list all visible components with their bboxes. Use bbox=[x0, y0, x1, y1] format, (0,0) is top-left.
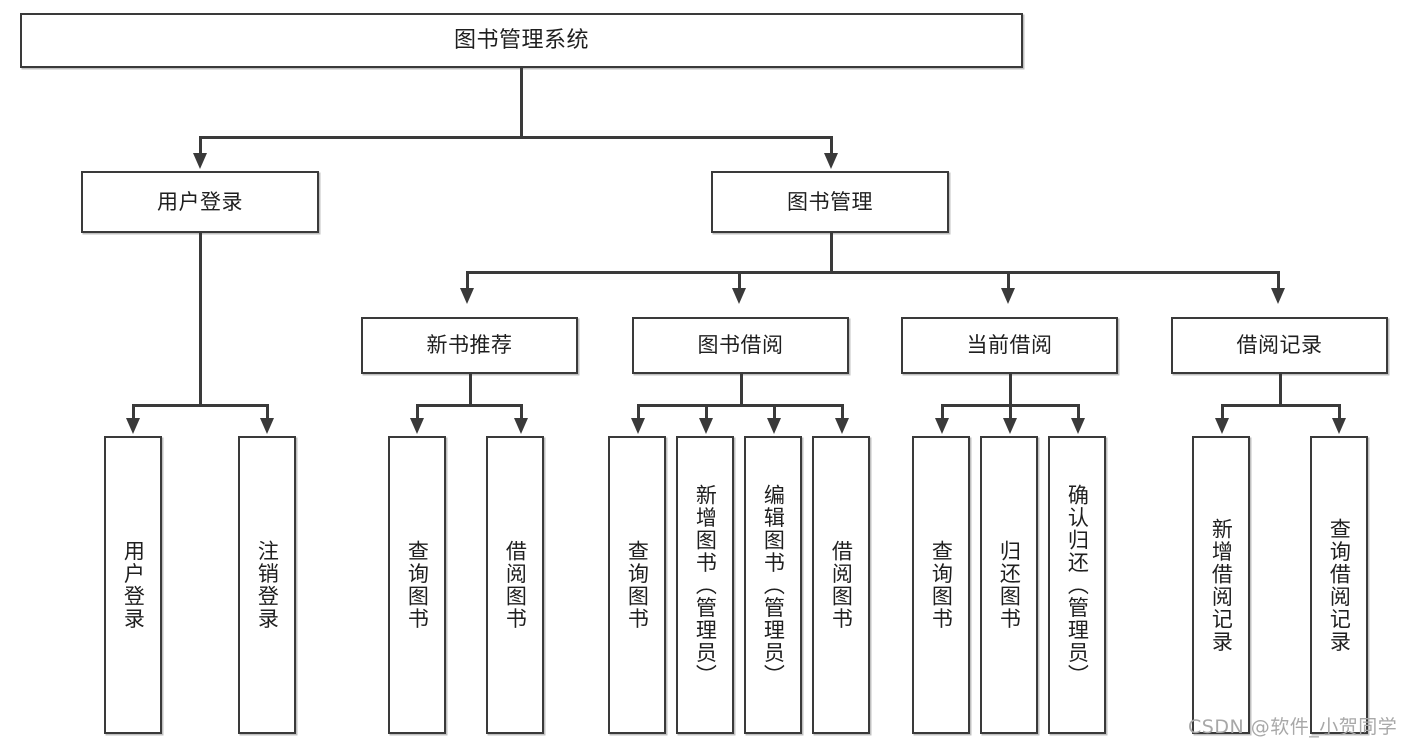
arrowhead-root-to-book-management bbox=[824, 153, 838, 169]
leaf-user-login-logout[interactable]: 注销登录 bbox=[238, 436, 296, 734]
connector-user-login-drop-1 bbox=[132, 404, 135, 419]
arrowhead-br-leaf-2 bbox=[1332, 418, 1346, 434]
connector-br-drop-2 bbox=[1338, 404, 1341, 419]
connector-book-management-bus bbox=[466, 271, 1279, 274]
arrowhead-bb-leaf-2 bbox=[699, 418, 713, 434]
node-label: 用户登录 bbox=[157, 189, 243, 214]
node-label: 新书推荐 bbox=[426, 333, 513, 358]
leaf-bb-query-book[interactable]: 查询图书 bbox=[608, 436, 666, 734]
node-label: 查询图书 bbox=[929, 540, 954, 630]
arrowhead-cb-leaf-2 bbox=[1003, 418, 1017, 434]
leaf-bb-edit-book-admin[interactable]: 编辑图书（管理员） bbox=[744, 436, 802, 734]
node-label: 用户登录 bbox=[121, 540, 146, 630]
connector-nbr-bus bbox=[416, 404, 522, 407]
connector-br-bus bbox=[1221, 404, 1340, 407]
connector-bb-drop-4 bbox=[841, 404, 844, 419]
leaf-cb-confirm-return-admin[interactable]: 确认归还（管理员） bbox=[1048, 436, 1106, 734]
arrowhead-bm-child-1 bbox=[460, 288, 474, 304]
node-current-borrow[interactable]: 当前借阅 bbox=[901, 317, 1118, 374]
connector-root-to-book-management bbox=[830, 136, 833, 155]
arrowhead-bb-leaf-1 bbox=[631, 418, 645, 434]
connector-nbr-stem bbox=[469, 374, 472, 405]
connector-bb-bus bbox=[637, 404, 843, 407]
arrowhead-bm-child-4 bbox=[1271, 288, 1285, 304]
arrowhead-bm-child-2 bbox=[732, 288, 746, 304]
connector-bm-drop-4 bbox=[1277, 271, 1280, 289]
arrowhead-bb-leaf-4 bbox=[835, 418, 849, 434]
arrowhead-br-leaf-1 bbox=[1215, 418, 1229, 434]
connector-bm-drop-2 bbox=[738, 271, 741, 289]
arrowhead-bm-child-3 bbox=[1001, 288, 1015, 304]
node-label: 编辑图书（管理员） bbox=[761, 483, 786, 687]
node-label: 借阅图书 bbox=[503, 540, 528, 630]
node-label: 查询图书 bbox=[625, 540, 650, 630]
leaf-nbr-borrow-book[interactable]: 借阅图书 bbox=[486, 436, 544, 734]
leaf-cb-query-book[interactable]: 查询图书 bbox=[912, 436, 970, 734]
leaf-bb-add-book-admin[interactable]: 新增图书（管理员） bbox=[676, 436, 734, 734]
connector-cb-stem bbox=[1009, 374, 1012, 405]
connector-book-management-stem bbox=[830, 233, 833, 273]
leaf-user-login-login[interactable]: 用户登录 bbox=[104, 436, 162, 734]
connector-bm-drop-1 bbox=[466, 271, 469, 289]
arrowhead-nbr-leaf-2 bbox=[514, 418, 528, 434]
connector-bm-drop-3 bbox=[1007, 271, 1010, 289]
node-book-borrow[interactable]: 图书借阅 bbox=[632, 317, 849, 374]
node-label: 借阅记录 bbox=[1236, 333, 1323, 358]
arrowhead-nbr-leaf-1 bbox=[410, 418, 424, 434]
leaf-nbr-query-book[interactable]: 查询图书 bbox=[388, 436, 446, 734]
leaf-br-query-record[interactable]: 查询借阅记录 bbox=[1310, 436, 1368, 734]
connector-user-login-stem bbox=[199, 233, 202, 405]
connector-cb-drop-3 bbox=[1077, 404, 1080, 419]
arrowhead-root-to-user-login bbox=[193, 153, 207, 169]
node-label: 查询图书 bbox=[405, 540, 430, 630]
connector-br-drop-1 bbox=[1221, 404, 1224, 419]
node-label: 新增图书（管理员） bbox=[693, 483, 718, 687]
connector-cb-drop-1 bbox=[941, 404, 944, 419]
node-label: 新增借阅记录 bbox=[1209, 517, 1234, 653]
leaf-br-add-record[interactable]: 新增借阅记录 bbox=[1192, 436, 1250, 734]
connector-nbr-drop-2 bbox=[520, 404, 523, 419]
connector-nbr-drop-1 bbox=[416, 404, 419, 419]
node-label: 图书管理 bbox=[787, 189, 873, 214]
leaf-bb-borrow-book[interactable]: 借阅图书 bbox=[812, 436, 870, 734]
connector-root-stem bbox=[520, 68, 523, 137]
arrowhead-user-login-leaf-2 bbox=[260, 418, 274, 434]
connector-cb-drop-2 bbox=[1009, 404, 1012, 419]
node-label: 图书管理系统 bbox=[453, 27, 589, 53]
connector-root-to-user-login bbox=[199, 136, 202, 155]
leaf-cb-return-book[interactable]: 归还图书 bbox=[980, 436, 1038, 734]
node-borrow-record[interactable]: 借阅记录 bbox=[1171, 317, 1388, 374]
arrowhead-user-login-leaf-1 bbox=[126, 418, 140, 434]
node-new-book-recommend[interactable]: 新书推荐 bbox=[361, 317, 578, 374]
node-label: 查询借阅记录 bbox=[1327, 517, 1352, 653]
arrowhead-cb-leaf-1 bbox=[935, 418, 949, 434]
connector-bb-drop-1 bbox=[637, 404, 640, 419]
arrowhead-cb-leaf-3 bbox=[1071, 418, 1085, 434]
node-label: 确认归还（管理员） bbox=[1065, 483, 1090, 687]
connector-user-login-bus bbox=[132, 404, 268, 407]
node-label: 图书借阅 bbox=[697, 333, 784, 358]
node-label: 当前借阅 bbox=[966, 333, 1053, 358]
node-label: 归还图书 bbox=[997, 540, 1022, 630]
connector-root-bus bbox=[199, 136, 832, 139]
connector-bb-drop-3 bbox=[773, 404, 776, 419]
node-user-login[interactable]: 用户登录 bbox=[81, 171, 319, 233]
node-book-management[interactable]: 图书管理 bbox=[711, 171, 949, 233]
node-label: 借阅图书 bbox=[829, 540, 854, 630]
arrowhead-bb-leaf-3 bbox=[767, 418, 781, 434]
watermark-text: CSDN @软件_小贺同学 bbox=[1188, 716, 1398, 738]
node-root-book-management-system[interactable]: 图书管理系统 bbox=[20, 13, 1023, 68]
connector-bb-stem bbox=[740, 374, 743, 405]
node-label: 注销登录 bbox=[255, 540, 280, 630]
connector-bb-drop-2 bbox=[705, 404, 708, 419]
connector-br-stem bbox=[1279, 374, 1282, 405]
connector-user-login-drop-2 bbox=[266, 404, 269, 419]
